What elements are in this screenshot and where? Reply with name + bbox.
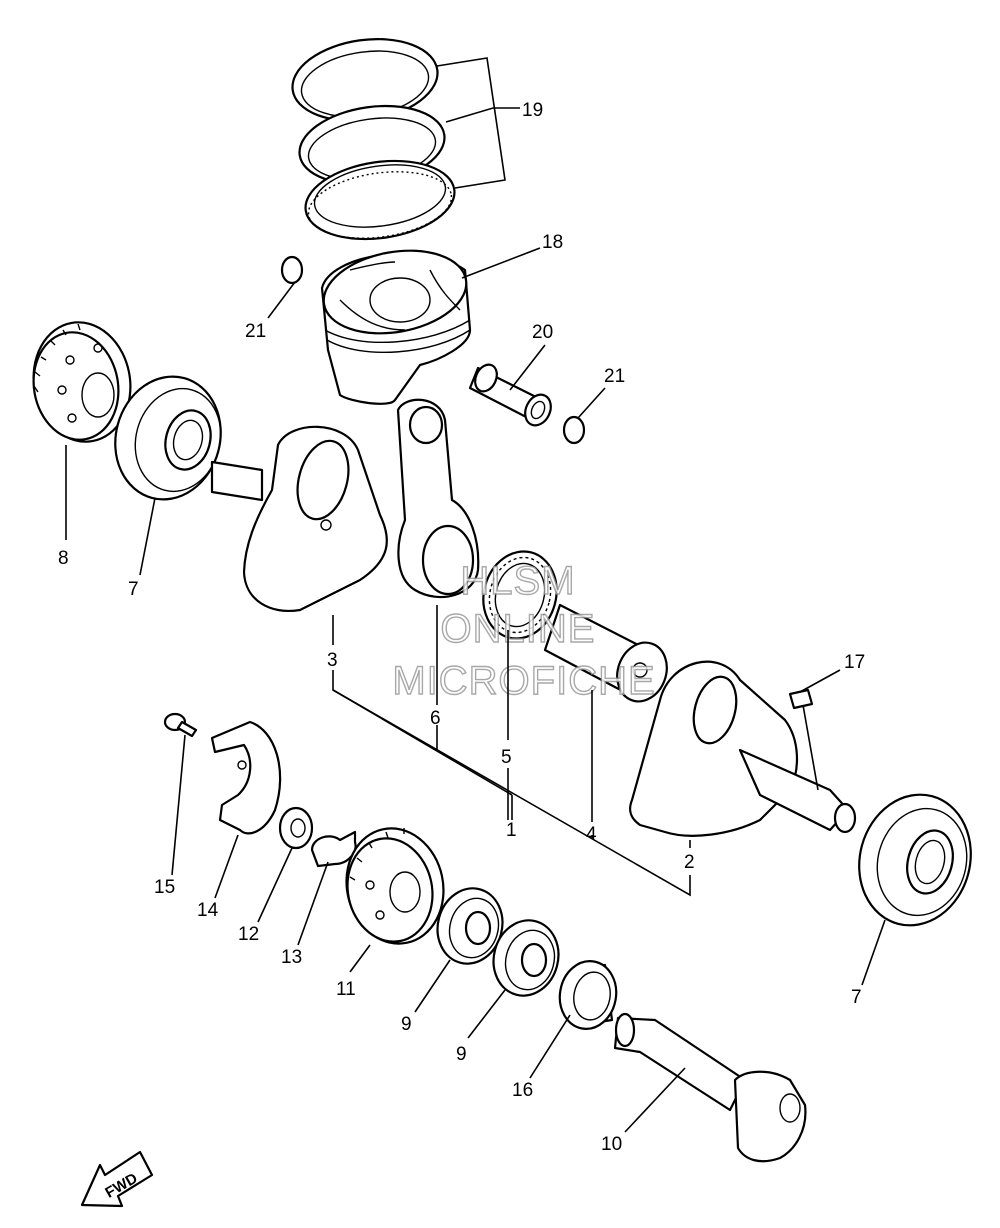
needle-bearing[interactable] bbox=[555, 957, 622, 1034]
primary-drive-gear[interactable] bbox=[24, 315, 139, 450]
callout-7-left: 7 bbox=[128, 579, 139, 600]
watermark-line-2: ONLINE bbox=[441, 607, 596, 651]
callout-4: 4 bbox=[586, 824, 597, 845]
callout-15: 15 bbox=[154, 877, 175, 898]
crankshaft-right-half[interactable] bbox=[629, 660, 857, 837]
watermark: HLSM ONLINE MICROFICHE bbox=[392, 558, 656, 703]
leader-lines bbox=[65, 57, 886, 1133]
connecting-rod[interactable] bbox=[396, 398, 480, 599]
crank-pin[interactable] bbox=[543, 603, 675, 708]
piston-pin[interactable] bbox=[468, 361, 556, 429]
callout-10: 10 bbox=[601, 1134, 622, 1155]
crankshaft-left-half[interactable] bbox=[210, 425, 388, 613]
crank-bearing-left[interactable] bbox=[102, 365, 235, 512]
callout-13: 13 bbox=[281, 947, 302, 968]
callout-9-b: 9 bbox=[456, 1044, 467, 1065]
callout-9-a: 9 bbox=[401, 1014, 412, 1035]
balancer-drive-gear[interactable] bbox=[336, 819, 454, 952]
callout-1: 1 bbox=[506, 820, 517, 841]
callout-16: 16 bbox=[512, 1080, 533, 1101]
callout-21-right: 21 bbox=[604, 366, 625, 387]
callout-18: 18 bbox=[542, 232, 563, 253]
callout-6: 6 bbox=[430, 708, 441, 729]
callout-19: 19 bbox=[522, 100, 543, 121]
callout-12: 12 bbox=[238, 924, 259, 945]
crank-bearing-right[interactable] bbox=[845, 782, 985, 938]
balancer-shaft[interactable] bbox=[613, 1012, 807, 1163]
callout-7-right: 7 bbox=[851, 987, 862, 1008]
balancer-bearing-2[interactable] bbox=[485, 913, 566, 1003]
callout-11: 11 bbox=[336, 979, 356, 1000]
callout-14: 14 bbox=[197, 900, 219, 921]
circlip-right[interactable] bbox=[562, 415, 586, 445]
callout-20: 20 bbox=[532, 322, 553, 343]
lock-washer[interactable] bbox=[310, 830, 357, 868]
circlip-left[interactable] bbox=[280, 255, 304, 285]
watermark-line-1: HLSM bbox=[460, 559, 575, 603]
callout-5: 5 bbox=[501, 747, 512, 768]
callout-2: 2 bbox=[684, 852, 695, 873]
piston-rings[interactable] bbox=[287, 30, 459, 248]
callout-21-left: 21 bbox=[245, 321, 266, 342]
callout-17: 17 bbox=[844, 652, 865, 673]
forward-direction-arrow: FWD bbox=[80, 1150, 154, 1208]
nut[interactable] bbox=[278, 806, 314, 850]
callout-8: 8 bbox=[58, 548, 69, 569]
bolt[interactable] bbox=[163, 712, 198, 738]
balancer-weight[interactable] bbox=[210, 720, 282, 835]
callout-labels: 1 2 3 4 5 6 7 7 8 9 9 10 11 12 13 14 15 … bbox=[58, 100, 865, 1155]
callout-3: 3 bbox=[327, 650, 338, 671]
watermark-line-3: MICROFICHE bbox=[392, 659, 655, 703]
piston[interactable] bbox=[317, 240, 473, 405]
balancer-bearing-1[interactable] bbox=[429, 881, 510, 971]
woodruff-key[interactable] bbox=[788, 688, 814, 710]
